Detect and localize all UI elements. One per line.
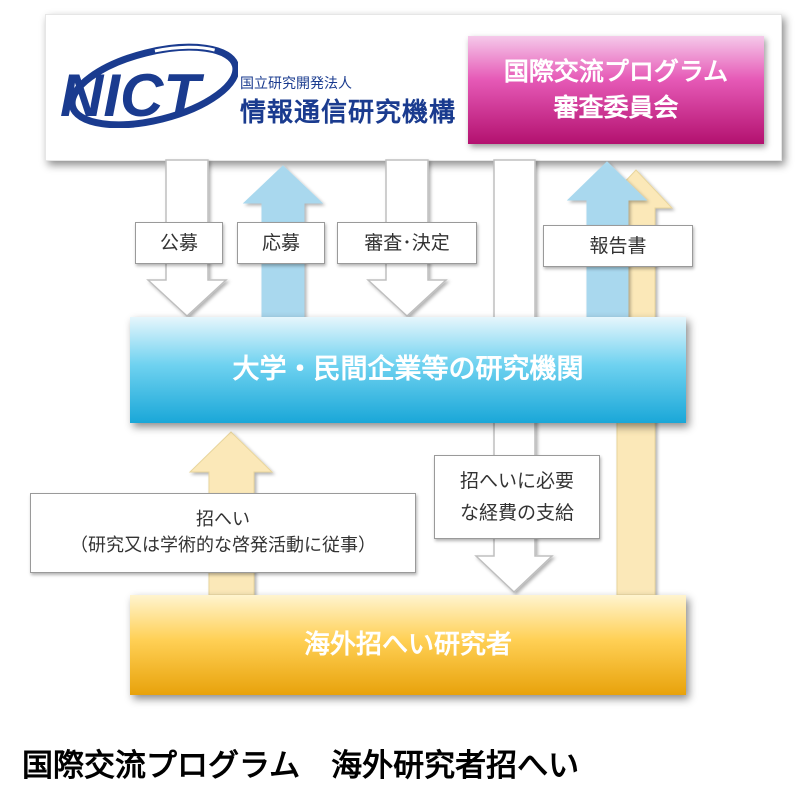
diagram-caption: 国際交流プログラム 海外研究者招へい [22,748,580,784]
label-report: 報告書 [543,225,693,267]
researcher-box: 海外招へい研究者 [130,595,686,695]
org-name-large: 情報通信研究機構 [240,98,457,128]
label-invite-line1: 招へい [196,509,250,530]
nict-logo-icon: NICT [60,43,238,128]
institution-box: 大学・民間企業等の研究機関 [130,317,686,423]
label-support-line2: な経費の支給 [459,502,574,524]
committee-line2: 審査委員会 [553,93,679,122]
label-invite: 招へい （研究又は学術的な啓発活動に従事） [30,493,416,573]
label-support-line1: 招へいに必要 [459,470,574,492]
committee-line1: 国際交流プログラム [503,57,729,86]
label-oubo: 応募 [237,222,325,264]
committee-box: 国際交流プログラム 審査委員会 [468,36,764,144]
label-invite-line2: （研究又は学術的な啓発活動に従事） [70,535,376,556]
label-support: 招へいに必要 な経費の支給 [434,455,600,539]
nict-logo-text: NICT [60,62,204,128]
org-name-small: 国立研究開発法人 [240,76,352,92]
label-koubo: 公募 [135,222,223,264]
label-shinsa: 審査･決定 [337,222,477,264]
